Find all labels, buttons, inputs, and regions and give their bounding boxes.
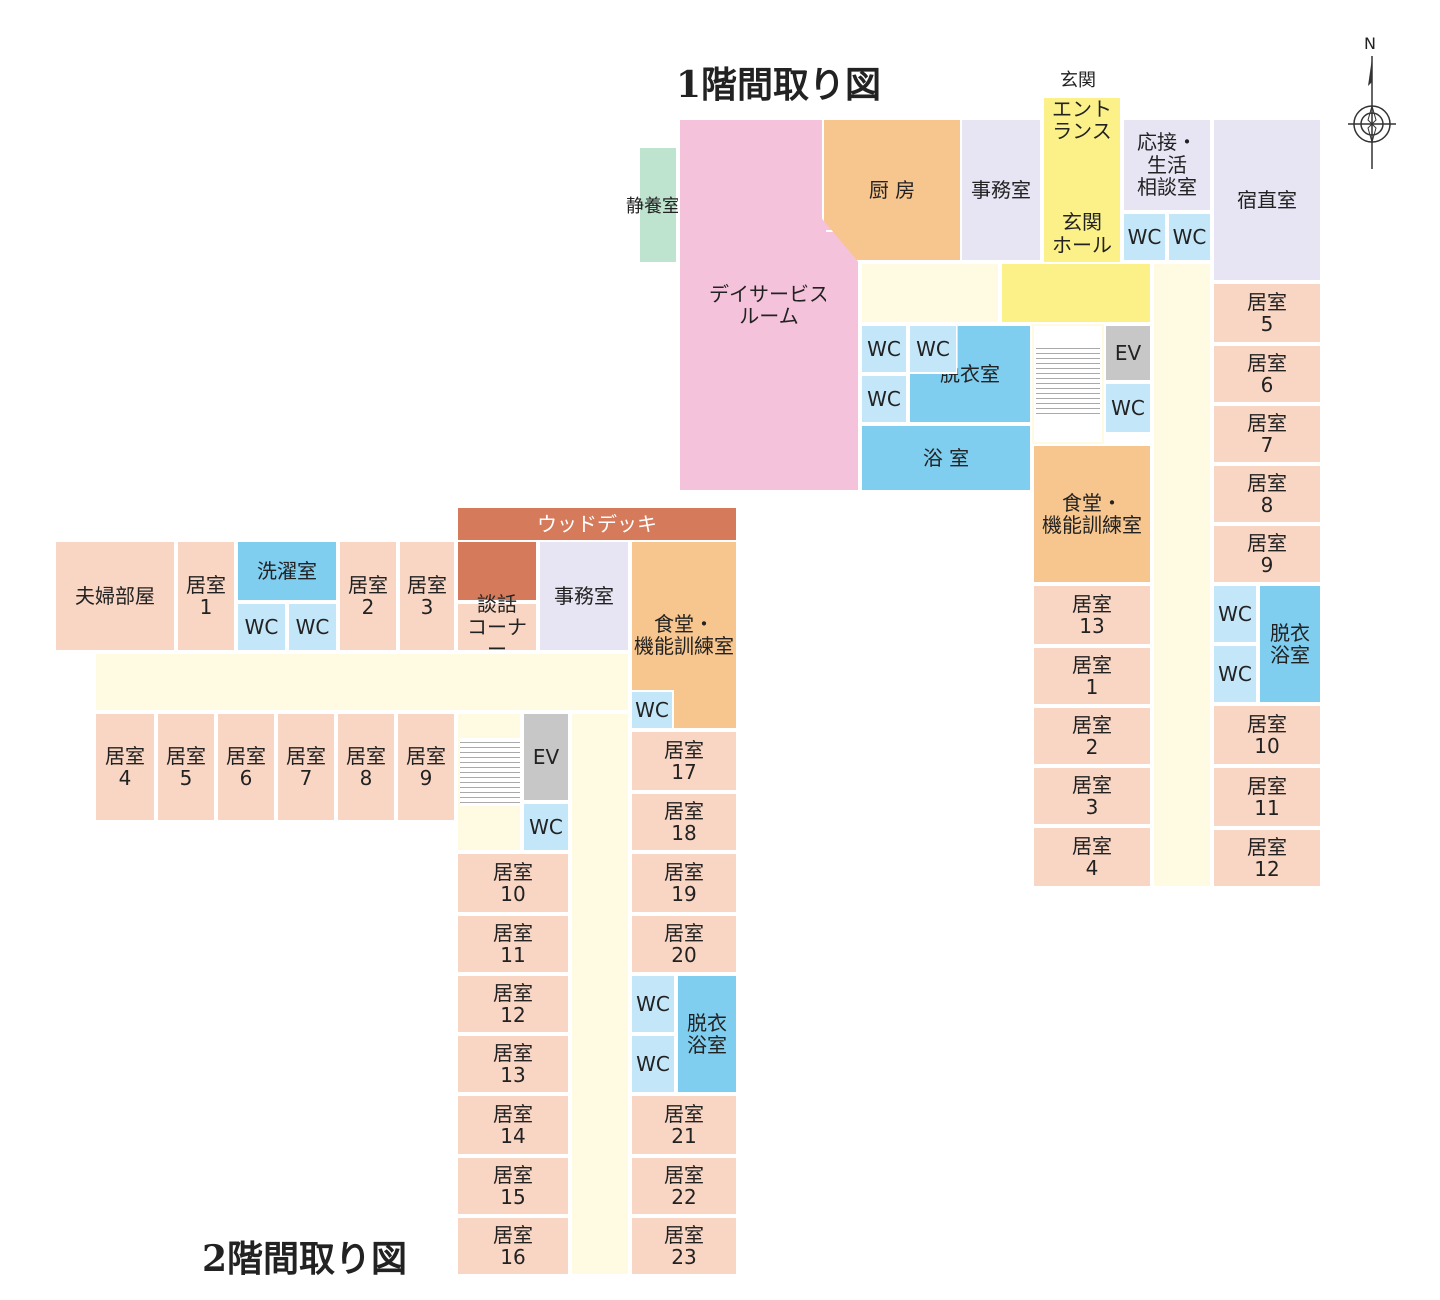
f2-wc-c: WC xyxy=(630,690,674,730)
f1-resident-1: 居室 1 xyxy=(1032,646,1152,706)
f2-corridor-vertical xyxy=(570,712,630,1276)
f1-reception: 応接・ 生活 相談室 xyxy=(1122,118,1212,212)
f2-office: 事務室 xyxy=(538,540,630,652)
f1-hall-extension xyxy=(1000,262,1152,324)
f2-resident-6: 居室 6 xyxy=(216,712,276,822)
f1-wc-f: WC xyxy=(1104,382,1152,434)
f1-resident-3: 居室 3 xyxy=(1032,766,1152,826)
f1-quiet-room: 静養室 xyxy=(626,196,680,217)
f2-resident-3: 居室 3 xyxy=(398,540,456,652)
f2-talk-corner: 談話 コーナー xyxy=(456,593,538,660)
f2-resident-23: 居室 23 xyxy=(630,1216,738,1276)
f1-resident-11: 居室 11 xyxy=(1212,766,1322,828)
f2-wc-f: WC xyxy=(630,1034,676,1094)
f2-resident-8: 居室 8 xyxy=(336,712,396,822)
f2-resident-18: 居室 18 xyxy=(630,792,738,852)
f2-wc-d: WC xyxy=(522,802,570,852)
f1-resident-2: 居室 2 xyxy=(1032,706,1152,766)
f2-wc-a: WC xyxy=(236,602,287,652)
f2-resident-17: 居室 17 xyxy=(630,730,738,792)
f1-ev: EV xyxy=(1104,324,1152,382)
f1-stairs xyxy=(1036,344,1100,416)
f2-deck-extension xyxy=(456,540,538,602)
f1-wc-h: WC xyxy=(1212,644,1258,704)
f2-resident-15: 居室 15 xyxy=(456,1156,570,1216)
floor1-title: 1階間取り図 xyxy=(676,64,882,106)
f1-night-duty: 宿直室 xyxy=(1212,118,1322,282)
f1-wc-e: WC xyxy=(860,374,908,424)
f1-day-service-ext xyxy=(826,230,860,492)
f2-laundry: 洗濯室 xyxy=(236,540,338,602)
f2-couple-room: 夫婦部屋 xyxy=(54,540,176,652)
f1-wc-c: WC xyxy=(860,324,908,374)
f1-resident-8: 居室 8 xyxy=(1212,464,1322,524)
f2-resident-20: 居室 20 xyxy=(630,914,738,974)
f2-wc-b: WC xyxy=(287,602,338,652)
f1-resident-13: 居室 13 xyxy=(1032,584,1152,646)
f2-ev: EV xyxy=(522,712,570,802)
f1-changing-room: 脱衣室 xyxy=(908,324,1032,424)
compass-icon xyxy=(1348,56,1396,169)
f1-resident-12: 居室 12 xyxy=(1212,828,1322,888)
compass: N xyxy=(1342,34,1402,174)
f2-resident-12: 居室 12 xyxy=(456,974,570,1034)
f1-kitchen: 厨 房 xyxy=(822,118,962,262)
f1-corridor-top xyxy=(860,262,1000,324)
f1-entrance-hall: 玄関 ホール xyxy=(1042,144,1122,264)
f1-office: 事務室 xyxy=(960,118,1042,262)
f1-resident-10: 居室 10 xyxy=(1212,704,1322,766)
f2-resident-14: 居室 14 xyxy=(456,1094,570,1156)
f1-wc-a: WC xyxy=(1122,212,1167,262)
f1-changing-bath: 脱衣 浴室 xyxy=(1258,584,1322,704)
f2-changing-bath: 脱衣 浴室 xyxy=(676,974,738,1094)
f1-resident-7: 居室 7 xyxy=(1212,404,1322,464)
f2-stairs xyxy=(460,738,520,806)
f2-resident-2: 居室 2 xyxy=(338,540,398,652)
f2-resident-21: 居室 21 xyxy=(630,1094,738,1156)
floor2-title: 2階間取り図 xyxy=(202,1238,408,1280)
f2-resident-22: 居室 22 xyxy=(630,1156,738,1216)
f2-resident-16: 居室 16 xyxy=(456,1216,570,1276)
f1-resident-5: 居室 5 xyxy=(1212,282,1322,344)
f2-wood-deck: ウッドデッキ xyxy=(456,506,738,542)
f2-resident-11: 居室 11 xyxy=(456,914,570,974)
f2-resident-5: 居室 5 xyxy=(156,712,216,822)
f2-resident-19: 居室 19 xyxy=(630,852,738,914)
f1-resident-6: 居室 6 xyxy=(1212,344,1322,404)
f2-corridor-horizontal xyxy=(94,652,630,712)
f1-quiet-room-bg xyxy=(638,146,678,264)
f1-entrance: エント ランス xyxy=(1042,96,1122,146)
f2-wc-e: WC xyxy=(630,974,676,1034)
f2-resident-7: 居室 7 xyxy=(276,712,336,822)
compass-north-label: N xyxy=(1364,34,1376,53)
f1-dining: 食堂・ 機能訓練室 xyxy=(1032,444,1152,584)
f2-resident-9: 居室 9 xyxy=(396,712,456,822)
f1-bath: 浴 室 xyxy=(860,424,1032,492)
f1-genkan-label: 玄関 xyxy=(1060,70,1096,91)
f2-resident-1: 居室 1 xyxy=(176,540,236,652)
f1-resident-4: 居室 4 xyxy=(1032,826,1152,888)
f1-resident-9: 居室 9 xyxy=(1212,524,1322,584)
f1-wc-b: WC xyxy=(1167,212,1212,262)
f2-resident-13: 居室 13 xyxy=(456,1034,570,1094)
f1-stair-landing xyxy=(1032,324,1104,444)
f2-resident-10: 居室 10 xyxy=(456,852,570,914)
f1-wc-d: WC xyxy=(908,324,958,374)
f1-wc-g: WC xyxy=(1212,584,1258,644)
f2-resident-4: 居室 4 xyxy=(94,712,156,822)
f1-corridor-vertical xyxy=(1152,262,1212,888)
